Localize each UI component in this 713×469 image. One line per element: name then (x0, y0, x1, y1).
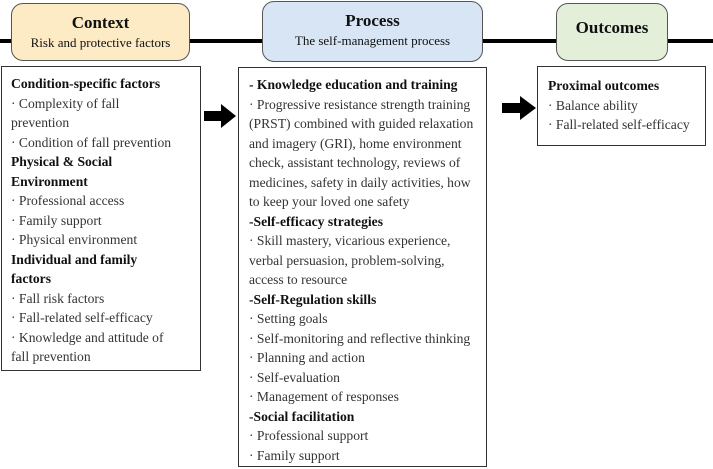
context-subtitle: Risk and protective factors (30, 35, 171, 50)
list-item: · Fall-related self-efficacy (11, 310, 153, 325)
list-item: · Self-evaluation (249, 369, 340, 385)
list-item: · Professional support (249, 428, 369, 443)
list-item: (PRST) combined with guided relaxation (249, 116, 474, 131)
list-item: · Family support (249, 447, 340, 463)
list-item: · Condition of fall prevention (11, 134, 172, 150)
list-item: · Planning and action (249, 350, 365, 365)
list-item: to keep your loved one safety (249, 194, 410, 209)
outcomes-title: Outcomes (575, 18, 649, 37)
list-item: · Setting goals (249, 311, 328, 326)
section-heading: Environment (11, 173, 88, 189)
list-item: · Management of responses (249, 389, 399, 404)
context-box: Condition-specific factors · Complexity o… (1, 66, 201, 371)
list-item: · Progressive resistance strength traini… (249, 96, 471, 112)
section-heading: -Self-Regulation skills (249, 291, 377, 307)
list-item: · Fall-related self-efficacy (548, 117, 690, 132)
list-item: · Balance ability (548, 97, 638, 113)
section-heading: -Self-efficacy strategies (249, 213, 383, 229)
list-item: and imagery (GRI), home environment (249, 135, 462, 151)
process-title: Process (345, 11, 400, 30)
right-arrow-icon (502, 96, 536, 120)
context-title: Context (71, 13, 130, 32)
process-header: Process The self-management process (262, 1, 483, 62)
outcomes-box: Proximal outcomes · Balance ability · Fall… (537, 66, 706, 146)
section-heading: Condition-specific factors (11, 76, 161, 91)
list-item: medicines, safety in daily activities, h… (249, 174, 471, 190)
list-item: · Professional access (11, 193, 125, 208)
list-item: · Complexity of fall (11, 95, 120, 111)
list-item: access to resource (249, 272, 348, 287)
list-item: · Knowledge and attitude of (11, 329, 164, 345)
list-item: verbal persuasion, problem-solving, (249, 252, 445, 268)
outcomes-header: Outcomes (556, 3, 668, 61)
list-item: · Family support (11, 212, 102, 228)
list-item: · Physical environment (11, 232, 138, 247)
section-heading: Individual and family (11, 251, 138, 267)
section-heading: Proximal outcomes (548, 78, 660, 93)
section-heading: factors (11, 271, 52, 286)
right-arrow-icon (204, 104, 236, 128)
list-item: · Fall risk factors (11, 290, 105, 306)
section-heading: Physical & Social (11, 154, 113, 169)
context-header: Context Risk and protective factors (11, 3, 190, 61)
process-box: - Knowledge education and training · Prog… (238, 67, 487, 467)
list-item: prevention (11, 115, 70, 130)
section-heading: -Social facilitation (249, 408, 355, 424)
list-item: check, assistant technology, reviews of (249, 155, 461, 170)
process-subtitle: The self-management process (294, 33, 451, 48)
list-item: · Self-monitoring and reflective thinkin… (249, 330, 471, 346)
list-item: fall prevention (11, 349, 91, 364)
list-item: · Skill mastery, vicarious experience, (249, 233, 451, 248)
section-heading: - Knowledge education and training (249, 77, 458, 92)
